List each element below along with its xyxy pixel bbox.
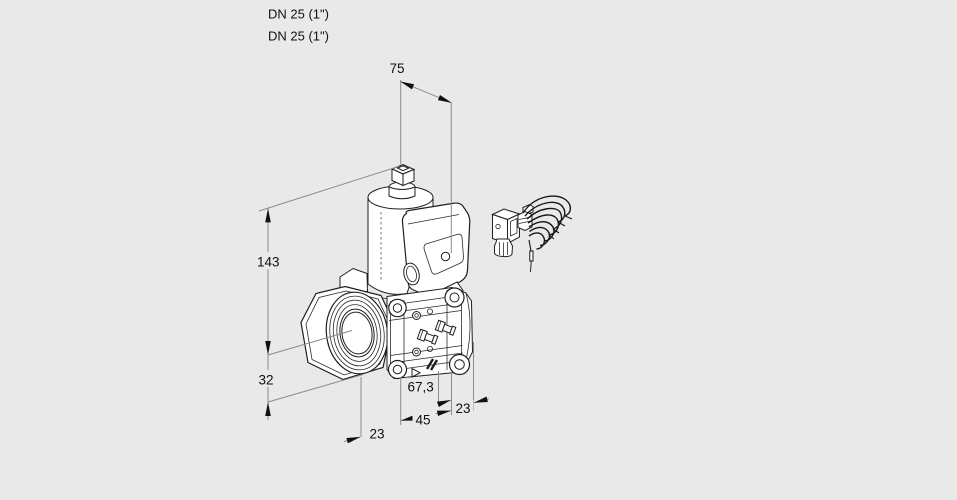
dimension-label-67-3: 67,3 — [408, 380, 434, 395]
test-nipple — [416, 328, 439, 345]
test-nipple — [434, 319, 457, 336]
dimension-75 — [400, 80, 452, 253]
dimension-label-32: 32 — [259, 373, 274, 388]
cable-pin — [529, 250, 534, 262]
flow-direction-icon — [411, 367, 422, 378]
connector-screw — [495, 223, 501, 230]
dimension-label-143: 143 — [257, 255, 280, 270]
dimension-label-23-right: 23 — [456, 401, 471, 416]
dn-label-2: DN 25 (1") — [268, 29, 329, 44]
dimension-label-75: 75 — [390, 61, 405, 76]
dimension-23-left — [343, 377, 362, 444]
adjustment-knob — [388, 163, 416, 200]
dimension-annotations — [258, 80, 490, 444]
conduit-opening — [403, 262, 420, 286]
body-screw — [412, 347, 421, 357]
coil-housing — [401, 202, 471, 297]
inlet-flange — [300, 285, 394, 381]
cable-gland — [494, 238, 514, 258]
valve-illustration — [300, 163, 474, 381]
dimension-23-right — [473, 342, 490, 411]
housing-front-panel — [423, 233, 464, 275]
drawing-labels: DN 25 (1") DN 25 (1") 75 143 32 23 45 67… — [254, 7, 474, 442]
cable-connector-illustration — [491, 195, 573, 273]
dn-label-1: DN 25 (1") — [268, 7, 329, 22]
oblique-marks — [425, 358, 439, 371]
dimension-label-45: 45 — [416, 413, 431, 428]
housing-screw-hole — [440, 251, 451, 262]
body-screw — [412, 311, 421, 320]
flange-bolts — [387, 287, 471, 380]
dimension-67-3 — [436, 371, 452, 407]
cable-bundle — [522, 195, 573, 273]
connector-window — [510, 217, 518, 237]
dimension-label-23-left: 23 — [370, 427, 385, 442]
